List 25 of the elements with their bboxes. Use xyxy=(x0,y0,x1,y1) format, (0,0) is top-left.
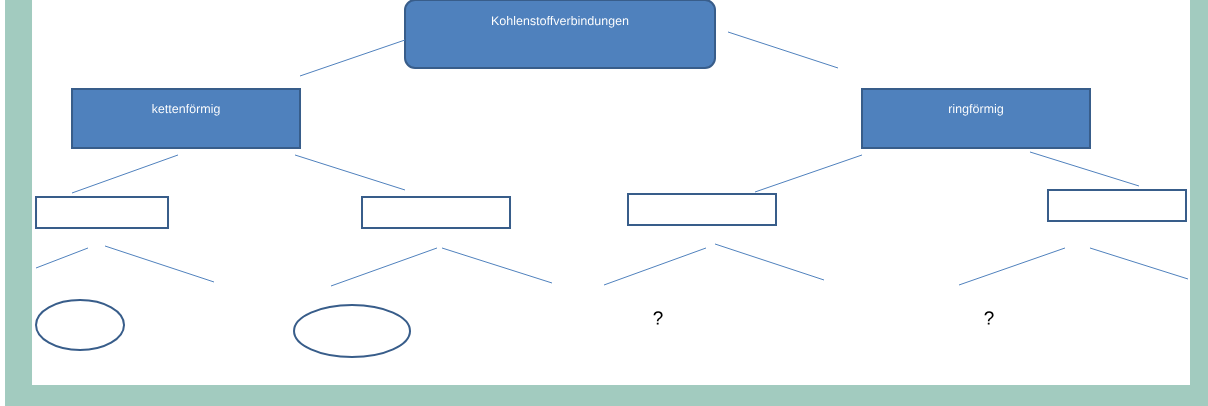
connector-line xyxy=(727,31,839,69)
empty-box xyxy=(361,196,511,229)
question-mark: ? xyxy=(653,311,663,325)
process-box: kettenförmig xyxy=(71,88,301,149)
connector-line xyxy=(35,247,89,269)
connector-line xyxy=(958,247,1066,286)
connector-line xyxy=(754,154,863,193)
connector-line xyxy=(299,39,406,77)
process-box: Kohlenstoffverbindungen xyxy=(404,0,716,69)
connector-line xyxy=(603,247,707,286)
connector-line xyxy=(714,243,825,281)
empty-ellipse xyxy=(35,299,125,351)
empty-box xyxy=(35,196,169,229)
process-box: ringförmig xyxy=(861,88,1091,149)
connector-line xyxy=(1089,247,1189,280)
empty-ellipse xyxy=(293,304,411,358)
empty-box xyxy=(1047,189,1187,222)
connector-line xyxy=(1029,151,1140,187)
connector-line xyxy=(330,247,438,287)
connector-line xyxy=(71,154,179,194)
question-mark: ? xyxy=(984,311,994,325)
connector-line xyxy=(294,154,406,191)
connector-line xyxy=(104,245,215,283)
connector-line xyxy=(441,247,553,284)
empty-box xyxy=(627,193,777,226)
